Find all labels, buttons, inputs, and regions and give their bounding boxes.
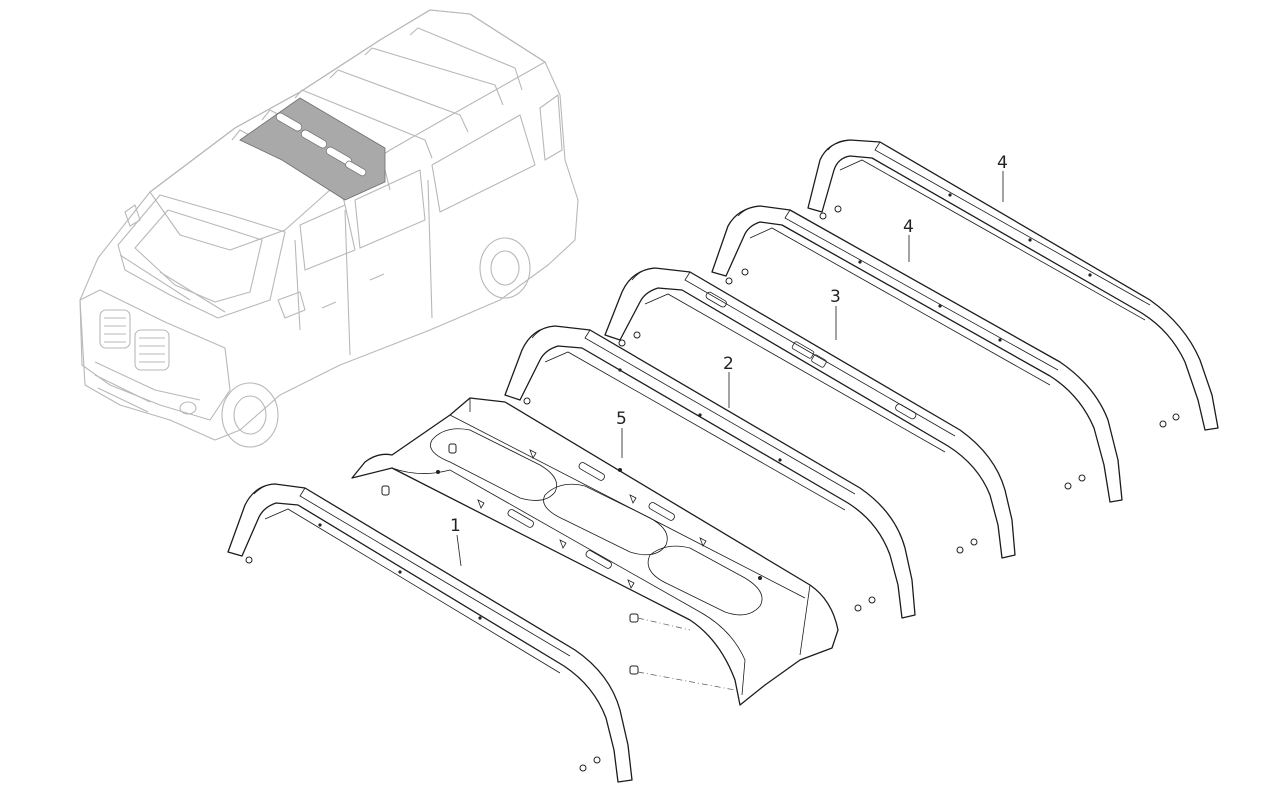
callout-3: 3 bbox=[830, 287, 841, 307]
roof-panel-5 bbox=[351, 397, 839, 706]
callout-4-front: 4 bbox=[903, 217, 914, 237]
roof-bow-3 bbox=[604, 267, 1016, 559]
callout-leaders bbox=[456, 171, 1004, 567]
roof-bow-4-front bbox=[711, 205, 1123, 503]
roof-bow-1 bbox=[227, 483, 633, 783]
callout-5: 5 bbox=[616, 409, 627, 429]
van-illustration bbox=[79, 9, 579, 448]
callout-4-rear: 4 bbox=[997, 153, 1008, 173]
roof-bow-2 bbox=[504, 325, 916, 619]
callout-2: 2 bbox=[723, 354, 734, 374]
roof-bow-4-rear bbox=[807, 139, 1219, 431]
callout-1: 1 bbox=[450, 516, 461, 536]
